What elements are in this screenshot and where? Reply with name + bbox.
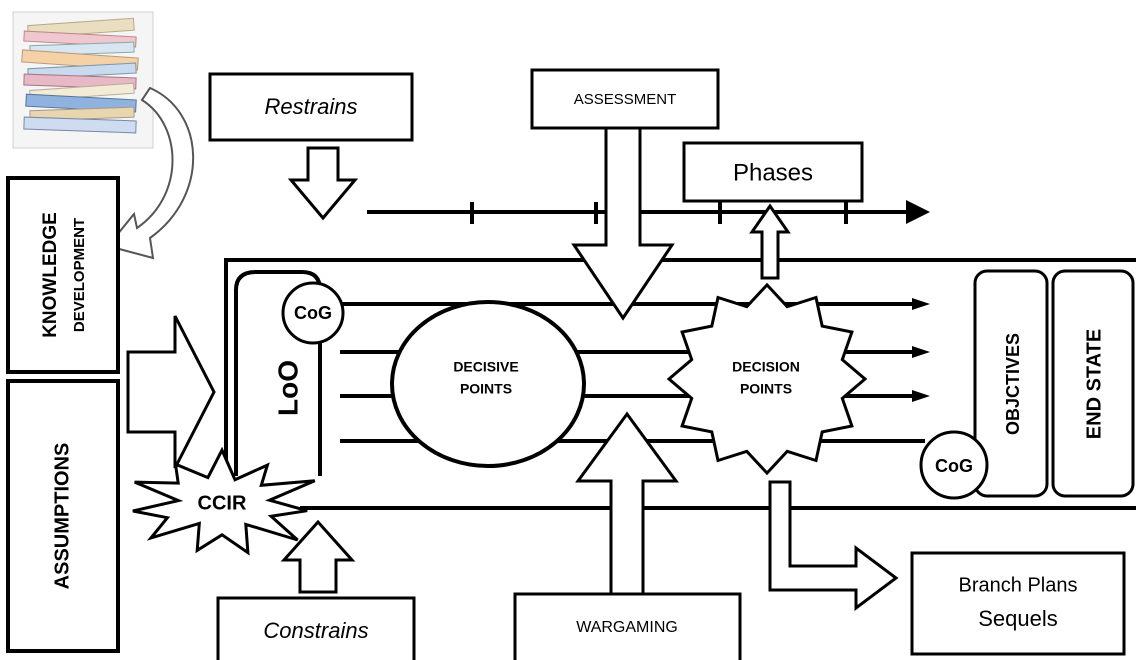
phases-box (682, 141, 864, 203)
assessment-label: ASSESSMENT (574, 91, 677, 108)
ccir-burst (132, 446, 316, 556)
loo-line-2-arrowhead (912, 346, 930, 358)
timeline-arrowhead (906, 200, 930, 224)
loo-line-3-arrowhead (912, 390, 930, 402)
knowledge-development-box (6, 176, 120, 374)
restrains-box (208, 72, 414, 142)
end-state-label: END STATE (1083, 329, 1105, 439)
decision-label-line1: DECISION (732, 359, 800, 375)
assumptions-label: ASSUMPTIONS (51, 443, 73, 590)
objectives-label: OBJCTIVES (1003, 333, 1023, 435)
assessment-box (530, 68, 720, 130)
decision-label-line2: POINTS (740, 381, 792, 397)
wargaming-up-arrow (575, 411, 679, 596)
wargaming-label: WARGAMING (576, 619, 678, 636)
main-frame (224, 258, 1136, 472)
end-state-box (1051, 269, 1135, 498)
constrains-label: Constrains (263, 618, 368, 643)
documents-stack-image (12, 11, 154, 149)
restrains-label: Restrains (265, 94, 358, 119)
loo-label: LoO (272, 360, 303, 416)
decisive-label-line1: DECISIVE (453, 359, 518, 375)
knowledge-label: KNOWLEDGE (40, 212, 61, 338)
assessment-down-arrow (571, 126, 675, 321)
decisive-label-line2: POINTS (460, 381, 512, 397)
input-arrow-right (126, 315, 216, 469)
decision-points-star (666, 282, 868, 476)
restrains-down-arrow (287, 146, 359, 221)
cog-right-label: CoG (935, 456, 973, 476)
cog-left-circle (281, 281, 345, 345)
wargaming-box (513, 592, 742, 660)
constrains-box (216, 596, 416, 660)
constrains-up-arrow (280, 519, 356, 594)
branch-plans-box (910, 551, 1126, 656)
development-label: DEVELOPMENT (71, 218, 88, 332)
branch-plans-arrow (768, 480, 899, 611)
decisive-points-ellipse (390, 300, 586, 468)
assumptions-box (6, 379, 120, 653)
loo-line-1-arrowhead (912, 298, 930, 310)
cog-right-circle (919, 430, 989, 500)
branch-plans-label: Branch Plans (959, 574, 1078, 596)
objectives-box (973, 269, 1049, 498)
cog-left-label: CoG (294, 303, 332, 323)
phases-up-arrow (749, 203, 791, 280)
phases-label: Phases (733, 159, 813, 186)
sequels-label: Sequels (978, 606, 1058, 631)
ccir-label: CCIR (198, 492, 247, 514)
